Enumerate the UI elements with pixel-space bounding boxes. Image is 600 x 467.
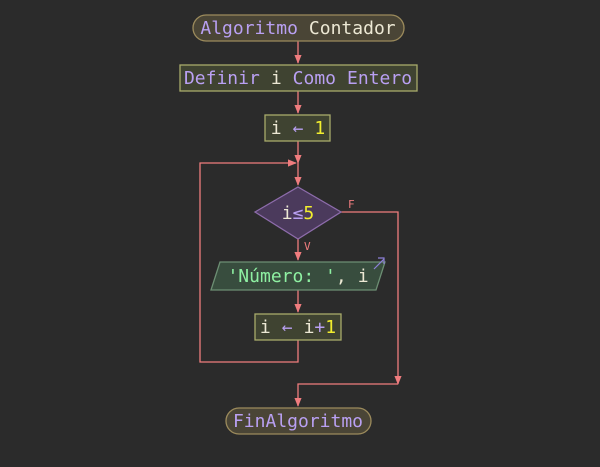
- assign-arrow: ←: [293, 118, 304, 139]
- increment-variable: i: [260, 317, 271, 338]
- svg-text:i≤5: i≤5: [282, 203, 315, 224]
- define-process[interactable]: Definir i Como Entero: [179, 64, 418, 92]
- assign-value: 1: [314, 118, 325, 139]
- increment-arrow: ←: [282, 317, 293, 338]
- increment-process[interactable]: i←i+1: [254, 313, 342, 341]
- decision-false-label: F: [348, 198, 355, 211]
- edge-decision-false: [341, 211, 402, 385]
- define-como-keyword: Como: [293, 68, 336, 89]
- svg-text:FinAlgoritmo: FinAlgoritmo: [233, 411, 363, 432]
- decision-variable: i: [282, 203, 293, 224]
- svg-text:'Número: ',i: 'Número: ', i: [227, 266, 368, 287]
- assign-variable: i: [271, 118, 282, 139]
- end-terminal[interactable]: FinAlgoritmo: [225, 407, 372, 435]
- decision-true-label: V: [304, 240, 311, 253]
- define-variable: i: [271, 68, 282, 89]
- output-arrow-icon: [373, 257, 385, 270]
- loop-decision[interactable]: i≤5: [253, 186, 343, 240]
- end-keyword: FinAlgoritmo: [233, 411, 363, 432]
- svg-text:i←1: i ← 1: [271, 118, 326, 139]
- edges: [199, 41, 402, 407]
- output-separator: ,: [336, 266, 347, 287]
- decision-value: 5: [303, 203, 314, 224]
- assign-process[interactable]: i ← 1: [264, 114, 331, 142]
- edge-to-end: [294, 383, 398, 407]
- decision-operator: ≤: [293, 203, 304, 224]
- increment-variable-rhs: i: [304, 317, 315, 338]
- define-type: Entero: [347, 68, 412, 89]
- edge-loop-back: [199, 159, 299, 363]
- start-name: Contador: [309, 18, 396, 39]
- output-io[interactable]: 'Número: ', i: [210, 257, 386, 291]
- start-terminal[interactable]: Algoritmo Contador: [192, 14, 405, 42]
- output-string: 'Número: ': [227, 266, 335, 287]
- start-keyword: Algoritmo: [200, 18, 298, 39]
- increment-value: 1: [325, 317, 336, 338]
- increment-operator: +: [314, 317, 325, 338]
- svg-text:i←i+1: i←i+1: [260, 317, 336, 338]
- define-keyword: Definir: [184, 68, 260, 89]
- output-variable: i: [358, 266, 369, 287]
